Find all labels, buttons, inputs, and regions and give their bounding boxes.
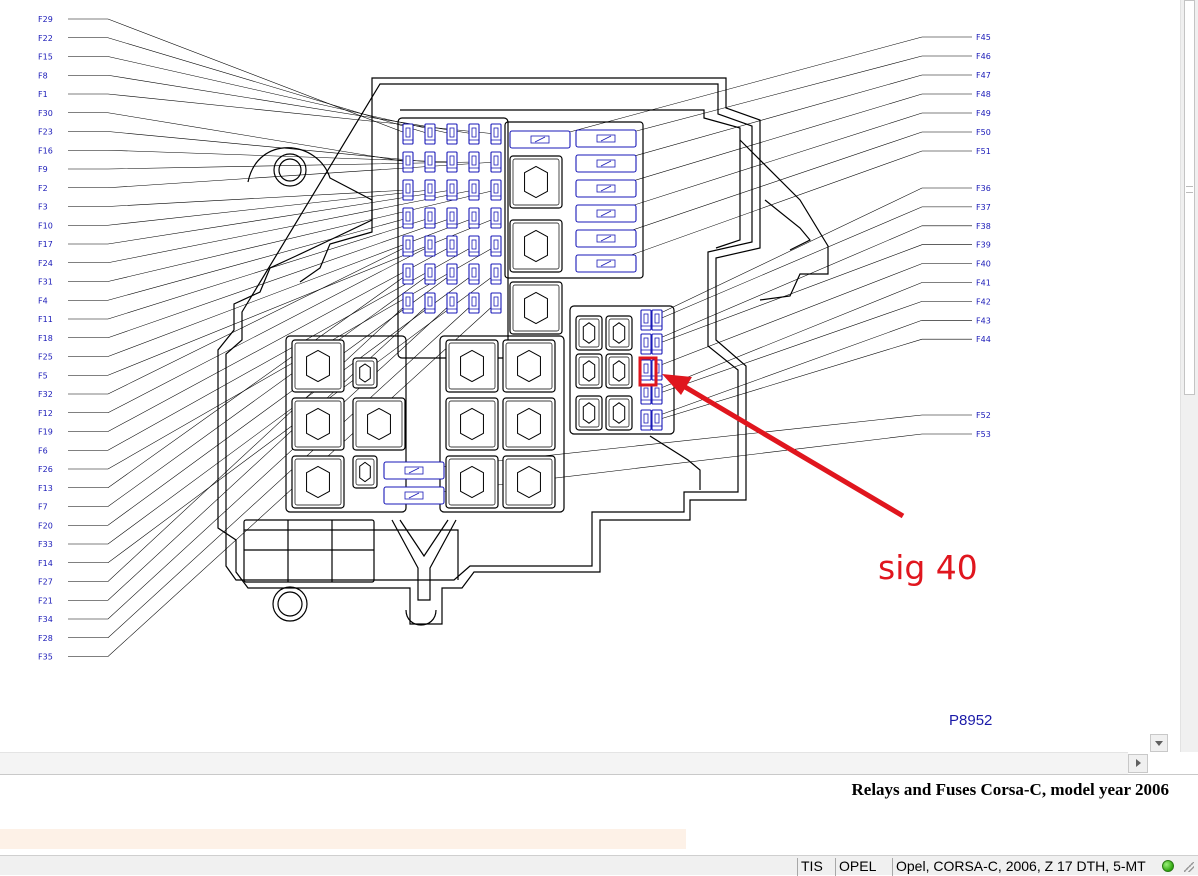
connection-status-icon [1162, 860, 1174, 872]
fuse-label: F37 [976, 203, 991, 212]
fuse-label: F40 [976, 260, 991, 269]
fuse-and-relay-slots [291, 123, 663, 509]
fuse-label: F4 [38, 296, 48, 305]
fuse-label: F53 [976, 430, 991, 439]
fuse-label: F11 [38, 315, 53, 324]
fuse-label: F31 [38, 278, 53, 287]
fuse-label: F7 [38, 503, 48, 512]
fuse-label: F24 [38, 259, 53, 268]
fuse-label: F23 [38, 128, 53, 137]
fuse-label: F47 [976, 71, 991, 80]
fuse-label: F12 [38, 409, 53, 418]
fuse-label: F34 [38, 615, 53, 624]
fuse-label: F16 [38, 146, 53, 155]
vertical-scrollbar-thumb[interactable] [1184, 0, 1195, 395]
fuse-label: F28 [38, 634, 53, 643]
fuse-label: F36 [976, 184, 991, 193]
fuse-box-diagram: F29F22F15F8F1F30F23F16F9F2F3F10F17F24F31… [38, 15, 992, 729]
fuse-label: F25 [38, 353, 53, 362]
fuse-label: F45 [976, 33, 991, 42]
fuse-label: F49 [976, 109, 991, 118]
label-leader-lines [68, 18, 972, 657]
annotation-text: sig 40 [878, 548, 978, 587]
fuse-label: F18 [38, 334, 53, 343]
sig-40-annotation: sig 40 [638, 356, 978, 587]
fuse-label: F46 [976, 52, 991, 61]
horizontal-scrollbar[interactable] [0, 752, 1128, 775]
fuse-label: F50 [976, 128, 991, 137]
fuse-label: F39 [976, 241, 991, 250]
resize-grip-icon[interactable] [1182, 860, 1194, 872]
fuse-label: F52 [976, 411, 991, 420]
fuse-label: F26 [38, 465, 53, 474]
fuse-label: F1 [38, 90, 48, 99]
fuse-label: F48 [976, 90, 991, 99]
fuse-label: F10 [38, 221, 53, 230]
fuse-label: F9 [38, 165, 48, 174]
figure-code: P8952 [949, 712, 992, 729]
scroll-down-button[interactable] [1150, 734, 1168, 752]
fuse-label: F5 [38, 371, 48, 380]
fuse-label: F8 [38, 71, 48, 80]
info-bar [0, 829, 686, 849]
fuse-label: F30 [38, 109, 53, 118]
fuse-labels: F29F22F15F8F1F30F23F16F9F2F3F10F17F24F31… [38, 15, 991, 662]
fuse-label: F6 [38, 446, 48, 455]
fuse-label: F51 [976, 147, 991, 156]
fuse-label: F38 [976, 222, 991, 231]
fuse-label: F20 [38, 521, 53, 530]
fuse-label: F27 [38, 578, 53, 587]
status-app: TIS [797, 858, 833, 876]
scroll-right-button[interactable] [1128, 754, 1148, 773]
fuse-label: F33 [38, 540, 53, 549]
diagram-caption: Relays and Fuses Corsa-C, model year 200… [851, 780, 1169, 799]
fuse-label: F43 [976, 316, 991, 325]
fuse-label: F32 [38, 390, 53, 399]
fuse-label: F13 [38, 484, 53, 493]
status-bar: TIS OPEL Opel, CORSA-C, 2006, Z 17 DTH, … [0, 855, 1198, 876]
fuse-label: F15 [38, 53, 53, 62]
scroll-grip-icon [1186, 186, 1193, 193]
fuse-label: F42 [976, 297, 991, 306]
status-vehicle: Opel, CORSA-C, 2006, Z 17 DTH, 5-MT [892, 858, 1154, 876]
fuse-label: F14 [38, 559, 53, 568]
divider [0, 774, 1198, 775]
fuse-label: F2 [38, 184, 48, 193]
fuse-label: F22 [38, 34, 53, 43]
status-brand: OPEL [835, 858, 891, 876]
fuse-label: F3 [38, 203, 48, 212]
fuse-label: F21 [38, 596, 53, 605]
fuse-label: F44 [976, 335, 991, 344]
fuse-label: F17 [38, 240, 53, 249]
fuse-label: F29 [38, 15, 53, 24]
fuse-label: F41 [976, 279, 991, 288]
fuse-label: F35 [38, 653, 53, 662]
fuse-label: F19 [38, 428, 53, 437]
